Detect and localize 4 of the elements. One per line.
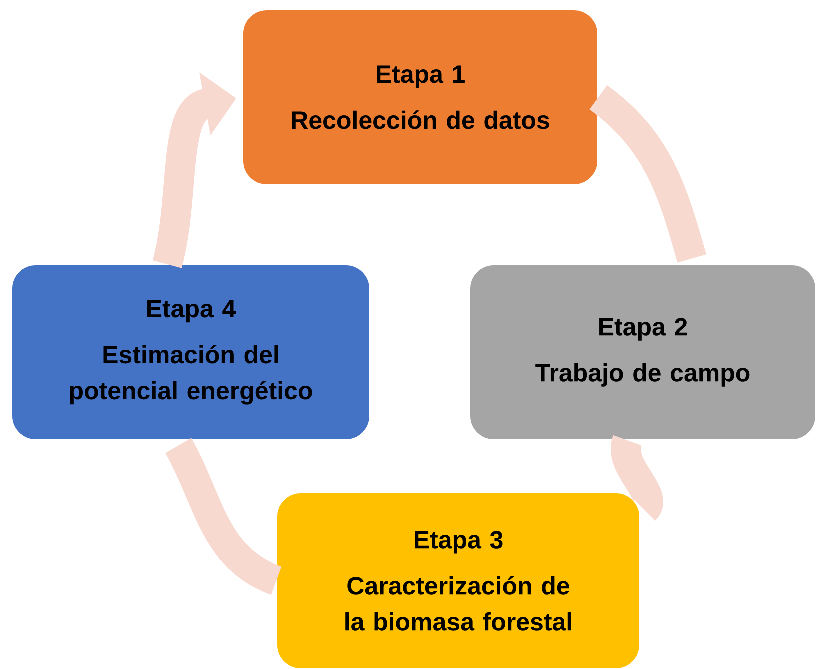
stage-box: Etapa 3 Caracterización de la biomasa forestal <box>276 492 640 669</box>
stage-box: Etapa 1 Recolección de datos <box>242 10 598 186</box>
stage-box: Etapa 2 Trabajo de campo <box>470 264 816 440</box>
stage-box: Etapa 4 Estimación del potencial energético <box>12 264 370 440</box>
